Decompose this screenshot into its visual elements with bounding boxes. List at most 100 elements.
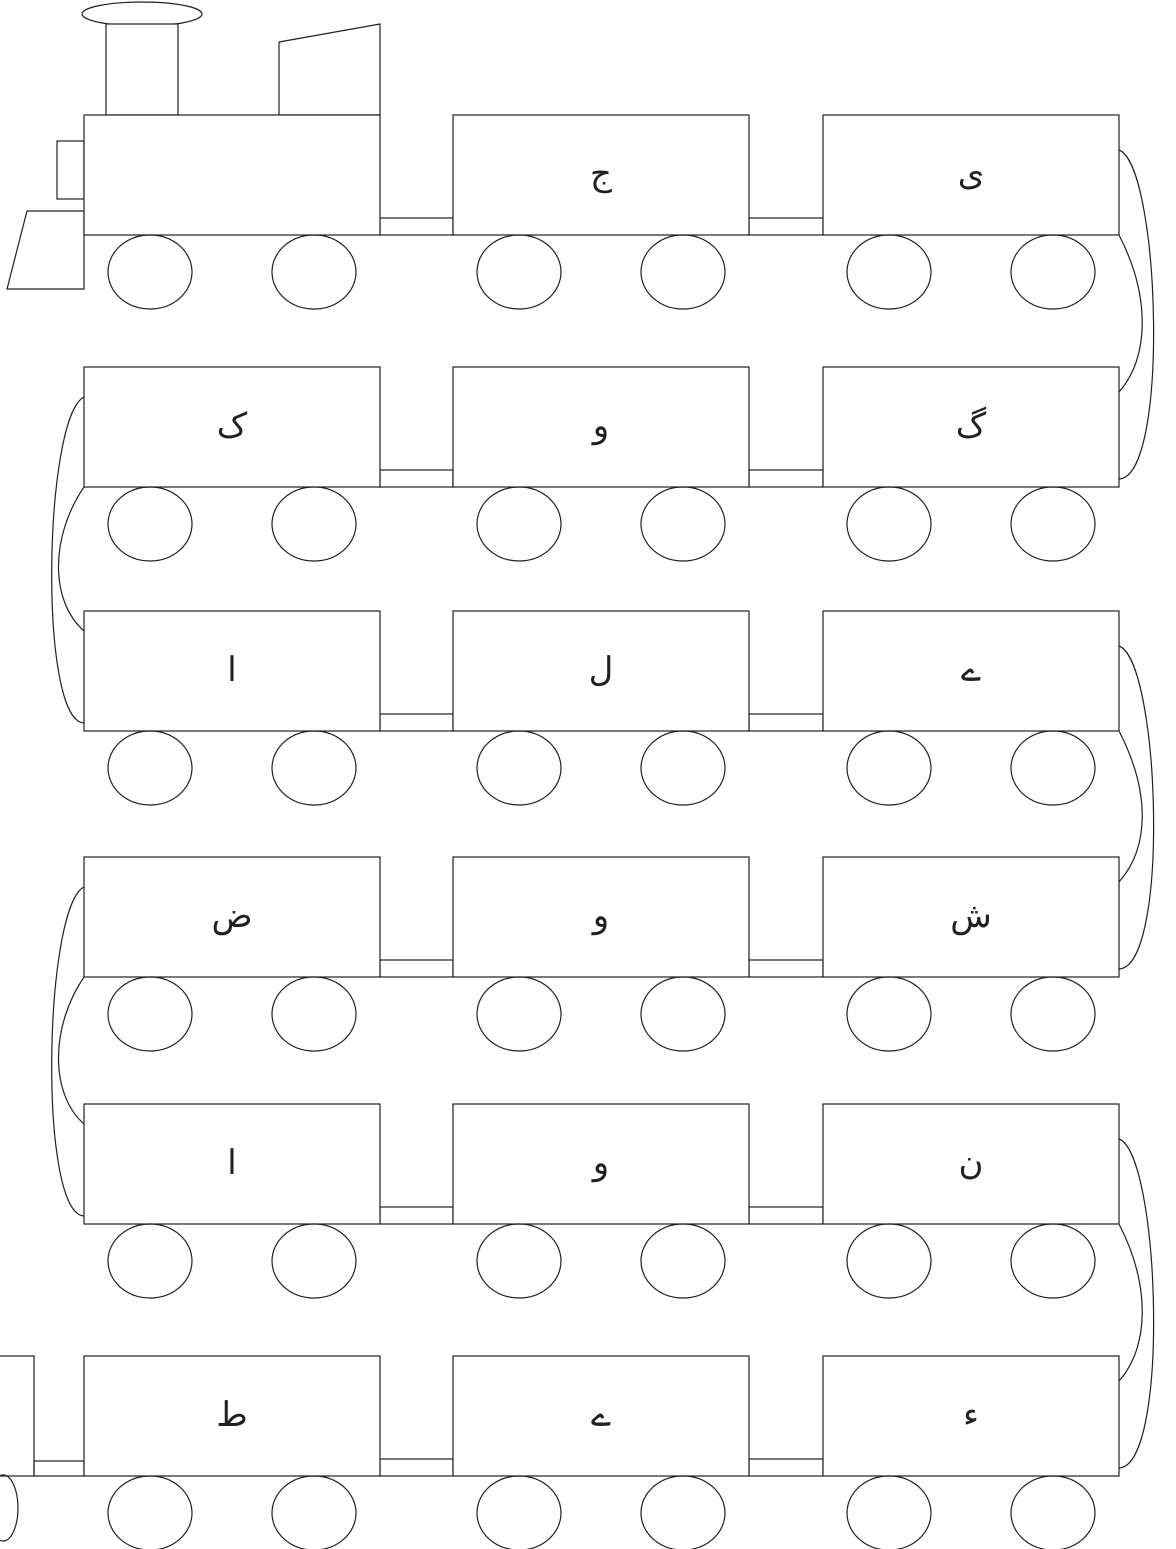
wheel bbox=[477, 235, 561, 309]
caboose-body bbox=[0, 1356, 34, 1476]
row-link-inner bbox=[1119, 1224, 1142, 1381]
row-link-inner bbox=[59, 487, 85, 631]
car-letter: و bbox=[591, 896, 609, 936]
coupler bbox=[749, 1459, 823, 1476]
wheel bbox=[108, 487, 192, 561]
train-car: ک bbox=[84, 367, 380, 561]
row-link-outer bbox=[52, 887, 84, 1216]
train-car bbox=[84, 115, 380, 309]
caboose bbox=[0, 1356, 84, 1541]
wheel bbox=[108, 977, 192, 1051]
wheel bbox=[847, 977, 931, 1051]
wheel bbox=[641, 731, 725, 805]
wheel bbox=[1011, 1224, 1095, 1298]
car-letter: ک bbox=[217, 406, 248, 446]
wheel bbox=[847, 731, 931, 805]
coupler bbox=[380, 218, 453, 235]
train-car: ض bbox=[84, 857, 380, 1051]
cowcatcher bbox=[7, 211, 84, 289]
train-car: ے bbox=[823, 611, 1119, 805]
wheel bbox=[272, 1476, 356, 1549]
wheel bbox=[641, 1476, 725, 1549]
wheel bbox=[641, 977, 725, 1051]
car-letter: ی bbox=[958, 154, 985, 194]
coupler bbox=[380, 1207, 453, 1224]
wheel bbox=[847, 487, 931, 561]
wheel bbox=[477, 1224, 561, 1298]
car-letter: ن bbox=[959, 1143, 984, 1183]
wheel bbox=[641, 487, 725, 561]
smokestack-cap bbox=[82, 2, 202, 26]
headlight bbox=[57, 141, 84, 199]
car-letter: گ bbox=[956, 406, 987, 446]
wheel bbox=[272, 977, 356, 1051]
wheel bbox=[1011, 487, 1095, 561]
coupler bbox=[749, 470, 823, 487]
wheel bbox=[477, 977, 561, 1051]
car-letter: ا bbox=[227, 650, 236, 690]
train-car: و bbox=[453, 367, 749, 561]
train-car: ش bbox=[823, 857, 1119, 1051]
train-car: ل bbox=[453, 611, 749, 805]
wheel bbox=[477, 731, 561, 805]
wheel bbox=[1011, 977, 1095, 1051]
wheel bbox=[108, 1224, 192, 1298]
wheel bbox=[272, 487, 356, 561]
coupler bbox=[749, 714, 823, 731]
wheel bbox=[108, 1476, 192, 1549]
row-link-outer bbox=[1119, 1139, 1154, 1468]
car-body bbox=[84, 115, 380, 235]
wheel bbox=[847, 235, 931, 309]
wheel bbox=[108, 235, 192, 309]
caboose-coupler bbox=[34, 1461, 84, 1476]
wheel bbox=[272, 235, 356, 309]
wheel bbox=[641, 235, 725, 309]
wheel bbox=[272, 1224, 356, 1298]
coupler bbox=[749, 218, 823, 235]
car-letter: ض bbox=[211, 896, 252, 936]
car-letter: ے bbox=[961, 650, 981, 690]
car-letter: ل bbox=[589, 650, 614, 690]
wheel bbox=[1011, 235, 1095, 309]
car-letter: و bbox=[591, 406, 609, 446]
train-car: ن bbox=[823, 1104, 1119, 1298]
car-letter: ا bbox=[227, 1143, 236, 1183]
train-car: ے bbox=[453, 1356, 749, 1549]
wheel bbox=[477, 487, 561, 561]
coupler bbox=[749, 960, 823, 977]
car-letter: ش bbox=[950, 896, 992, 936]
train-car: گ bbox=[823, 367, 1119, 561]
coupler bbox=[749, 1207, 823, 1224]
car-letter: و bbox=[591, 1143, 609, 1183]
train-car: ج bbox=[453, 115, 749, 309]
coupler bbox=[380, 960, 453, 977]
car-letter: ط bbox=[216, 1395, 247, 1435]
wheel bbox=[847, 1224, 931, 1298]
row-link-outer bbox=[1119, 150, 1154, 479]
wheel bbox=[477, 1476, 561, 1549]
coupler bbox=[380, 470, 453, 487]
train-car: ء bbox=[823, 1356, 1119, 1549]
coupler bbox=[380, 714, 453, 731]
coupler bbox=[380, 1459, 453, 1476]
wheel bbox=[1011, 731, 1095, 805]
wheel bbox=[108, 731, 192, 805]
row-link-inner bbox=[59, 977, 85, 1124]
smokestack bbox=[106, 24, 178, 115]
row-link-outer bbox=[1119, 646, 1154, 969]
cab bbox=[279, 24, 380, 115]
row-link-outer bbox=[52, 397, 84, 723]
train-car: ا bbox=[84, 611, 380, 805]
row-link-inner bbox=[1119, 731, 1142, 882]
car-letter: ج bbox=[590, 154, 612, 194]
train-car: و bbox=[453, 1104, 749, 1298]
train-car: ا bbox=[84, 1104, 380, 1298]
train-car: ی bbox=[823, 115, 1119, 309]
wheel bbox=[1011, 1476, 1095, 1549]
